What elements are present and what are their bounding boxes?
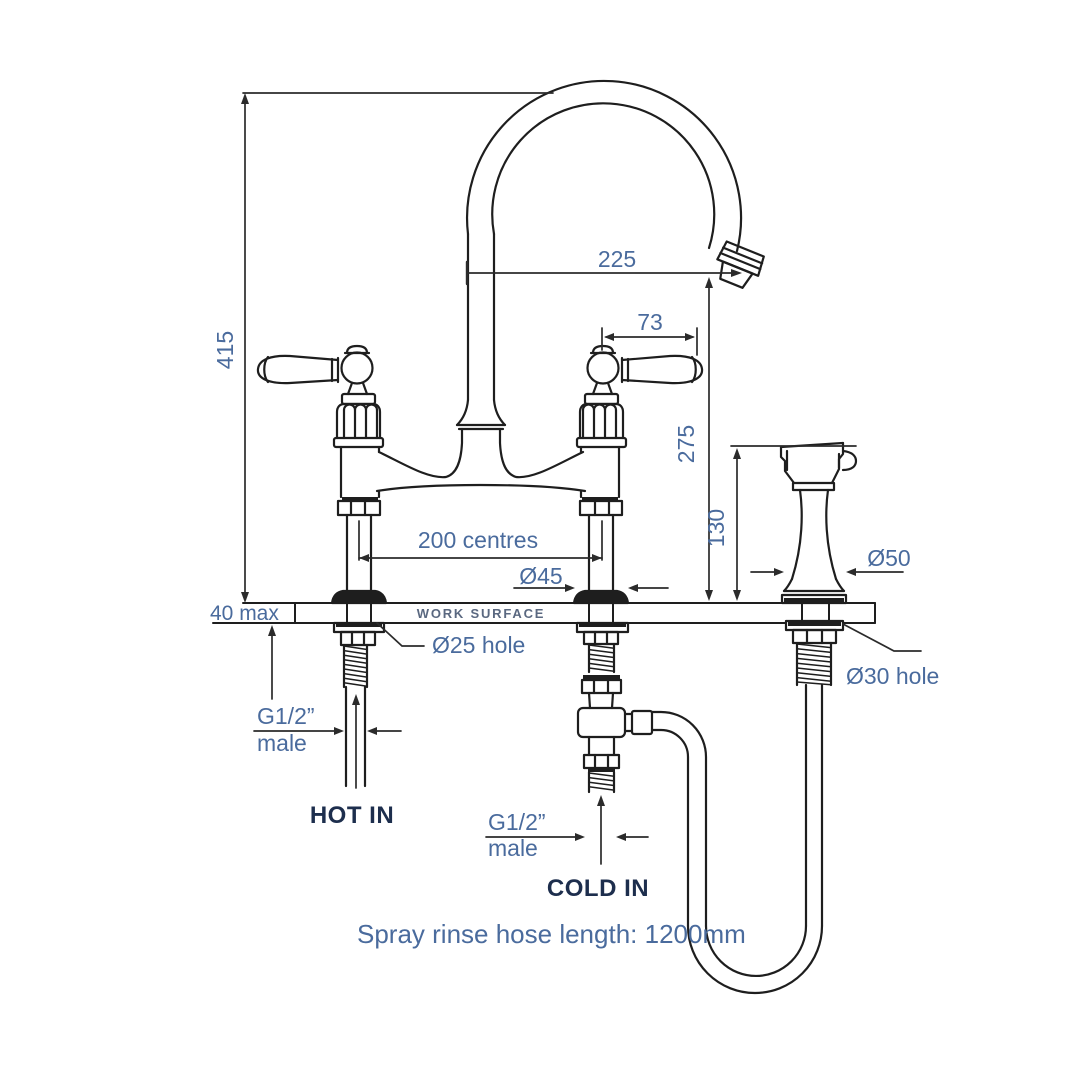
hose-length-note: Spray rinse hose length: 1200mm — [357, 919, 746, 949]
surface-label-group: WORK SURFACE — [417, 606, 546, 621]
work-surface-label: WORK SURFACE — [417, 606, 546, 621]
thread-hatching — [343, 643, 832, 791]
dim-spray-base-diameter-label: Ø50 — [867, 545, 910, 571]
dimension-lines — [242, 92, 922, 865]
dim-surface-thickness-label: 40 max — [210, 602, 279, 625]
hot-inlet-tail — [332, 621, 386, 788]
dim-spout-reach-label: 225 — [598, 246, 636, 272]
dim-spout-clearance-label: 275 — [673, 425, 699, 463]
pillar-and-handle — [256, 344, 388, 605]
hole-main-label: Ø25 hole — [432, 632, 525, 658]
dim-base-diameter-label: Ø45 — [519, 563, 562, 589]
hot-thread-label: G1/2” — [257, 703, 315, 729]
cold-in-label: COLD IN — [547, 875, 649, 902]
faucet-artwork — [212, 79, 876, 995]
dimension-labels: 415 225 73 275 130 200 centres Ø45 Ø50 4… — [210, 246, 939, 949]
bridge-underside — [375, 483, 587, 493]
dim-tap-centres-label: 200 centres — [418, 527, 538, 553]
spray-hose — [650, 710, 824, 995]
spout-arch — [377, 79, 743, 479]
dim-overall-height-label: 415 — [212, 331, 238, 369]
flow-labels: HOT IN COLD IN — [310, 802, 649, 902]
hot-thread-gender-label: male — [257, 730, 307, 756]
dimension-arrowheads — [241, 93, 856, 841]
hole-spray-label: Ø30 hole — [846, 663, 939, 689]
dim-handle-length-label: 73 — [637, 309, 663, 335]
cold-thread-label: G1/2” — [488, 809, 546, 835]
dim-spray-height-label: 130 — [703, 509, 729, 547]
cold-thread-gender-label: male — [488, 835, 538, 861]
dark-fill-details — [332, 497, 844, 772]
work-surface — [212, 602, 876, 624]
hot-in-label: HOT IN — [310, 802, 394, 829]
